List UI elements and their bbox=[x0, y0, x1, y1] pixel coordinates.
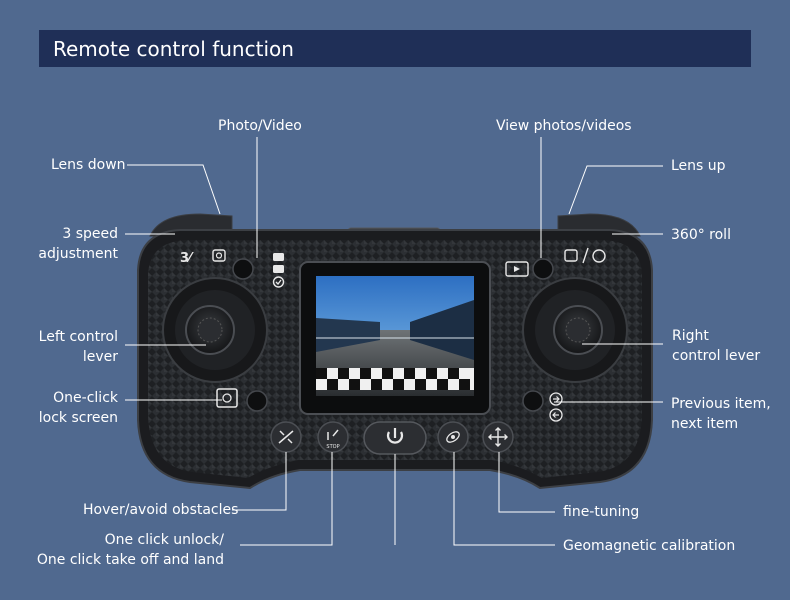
label-lock-screen: One-click lock screen bbox=[20, 388, 118, 428]
title-bar: Remote control function bbox=[39, 30, 751, 67]
left-control-stick[interactable] bbox=[162, 277, 268, 383]
label-prev-next: Previous item, next item bbox=[671, 394, 771, 434]
lock-screen-button[interactable] bbox=[246, 390, 268, 412]
power-button[interactable] bbox=[363, 421, 427, 455]
svg-text:3⁄: 3⁄ bbox=[180, 251, 194, 266]
photo-video-mode-icons bbox=[272, 253, 285, 288]
label-speed-adjust-line1: 3 speed bbox=[62, 226, 118, 242]
right-control-stick[interactable] bbox=[522, 277, 628, 383]
page-title: Remote control function bbox=[53, 37, 294, 61]
label-prev-next-line2: next item bbox=[671, 416, 739, 432]
hover-icon bbox=[278, 430, 294, 444]
geomagnetic-calibration-button[interactable] bbox=[437, 421, 469, 453]
roll-icon bbox=[564, 247, 606, 264]
calibration-icon bbox=[446, 431, 460, 443]
label-360-roll: 360° roll bbox=[671, 227, 731, 243]
speed-icon: 3⁄ bbox=[180, 249, 226, 266]
label-geomagnetic: Geomagnetic calibration bbox=[563, 538, 736, 554]
stop-text: STOP bbox=[326, 444, 339, 450]
label-speed-adjust-line2: adjustment bbox=[38, 246, 118, 262]
label-unlock-line2: One click take off and land bbox=[36, 552, 224, 568]
label-photo-video: Photo/Video bbox=[218, 118, 302, 134]
unlock-takeoff-button[interactable]: STOP bbox=[317, 421, 349, 453]
label-lens-up: Lens up bbox=[671, 158, 726, 174]
label-view-photos: View photos/videos bbox=[496, 118, 632, 134]
label-speed-adjust: 3 speed adjustment bbox=[30, 224, 118, 264]
prev-next-button[interactable] bbox=[522, 390, 544, 412]
lock-screen-icon bbox=[216, 388, 238, 408]
label-right-lever-line1: Right bbox=[672, 328, 709, 344]
speed-adjust-button[interactable] bbox=[232, 258, 254, 280]
label-left-lever: Left control lever bbox=[20, 327, 118, 367]
label-lock-screen-line1: One-click bbox=[53, 390, 118, 406]
leader-lines bbox=[125, 137, 663, 546]
label-unlock: One click unlock/ One click take off and… bbox=[20, 530, 224, 570]
next-arrow-icon bbox=[549, 392, 563, 406]
label-lock-screen-line2: lock screen bbox=[38, 410, 118, 426]
label-unlock-line1: One click unlock/ bbox=[104, 532, 224, 548]
label-right-lever-line2: control lever bbox=[672, 348, 761, 364]
power-icon bbox=[386, 431, 404, 444]
previous-arrow-icon bbox=[549, 408, 563, 422]
fine-tuning-button[interactable] bbox=[482, 421, 514, 453]
display-screen bbox=[299, 261, 491, 415]
label-prev-next-line1: Previous item, bbox=[671, 396, 771, 412]
label-left-lever-line2: lever bbox=[82, 349, 118, 365]
label-right-lever: Right control lever bbox=[672, 326, 760, 366]
takeoff-icon bbox=[327, 429, 339, 440]
gallery-icon bbox=[505, 261, 529, 277]
hover-avoid-button[interactable] bbox=[270, 421, 302, 453]
label-left-lever-line1: Left control bbox=[38, 329, 118, 345]
move-arrows-icon bbox=[488, 427, 508, 447]
label-fine-tuning: fine-tuning bbox=[563, 504, 640, 520]
label-hover: Hover/avoid obstacles bbox=[83, 502, 239, 518]
view-photos-button[interactable] bbox=[532, 258, 554, 280]
label-lens-down: Lens down bbox=[51, 157, 126, 173]
